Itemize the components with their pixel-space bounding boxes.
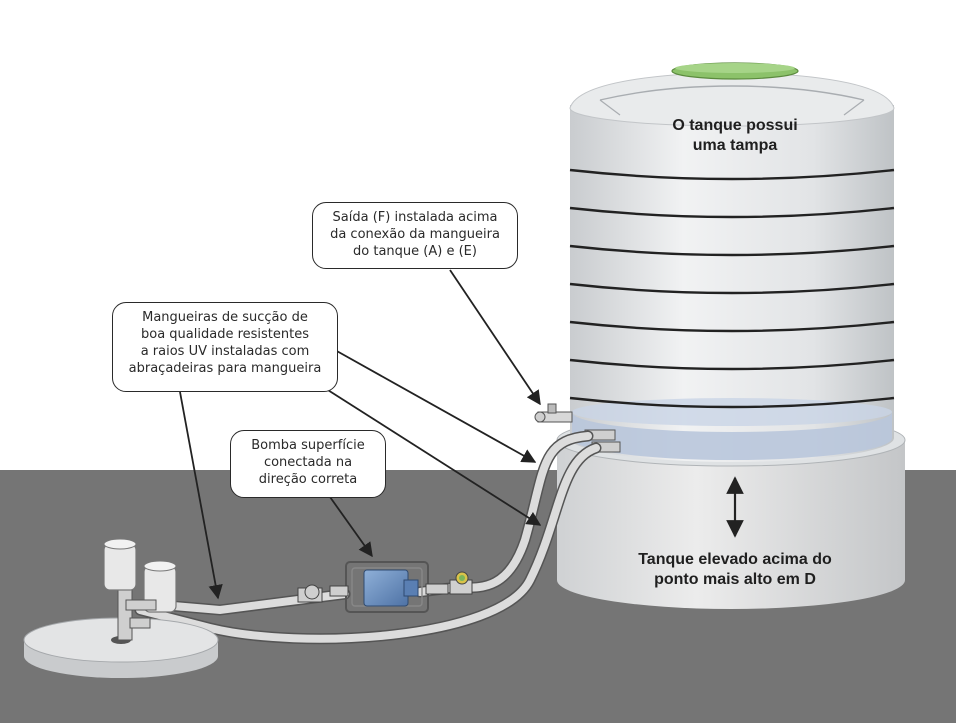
hoses-pointer-2: [319, 384, 542, 526]
hoses-callout-line-4: abraçadeiras para mangueira: [128, 361, 322, 376]
hoses-callout-line-3: a raios UV instaladas com: [140, 344, 310, 359]
tank-lid-label-line-1: O tanque possui: [672, 117, 798, 134]
inline-valve-left: [297, 584, 323, 603]
outlet-callout: Saída (F) instalada acima da conexão da …: [312, 202, 518, 269]
elevation-label: Tanque elevado acima do ponto mais alto …: [620, 550, 850, 590]
outlet-callout-line-3: do tanque (A) e (E): [353, 244, 477, 259]
pump-callout-line-2: conectada na: [263, 455, 353, 470]
pump-pointer: [329, 496, 373, 558]
hoses-callout-line-2: boa qualidade resistentes: [140, 327, 309, 342]
hoses-pointer-3: [179, 391, 223, 600]
tank-lid: [671, 62, 799, 80]
elevation-label-line-2: ponto mais alto em D: [654, 571, 816, 588]
outlet-valve: [534, 403, 573, 423]
hoses-pointer-1: [334, 349, 537, 463]
inline-valve-right: [449, 571, 473, 595]
pump-callout: Bomba superfície conectada na direção co…: [230, 430, 386, 498]
hoses-callout: Mangueiras de sucção de boa qualidade re…: [112, 302, 338, 392]
outlet-callout-line-1: Saída (F) instalada acima: [332, 210, 498, 225]
outlet-callout-line-2: da conexão da mangueira: [330, 227, 500, 242]
elevation-label-line-1: Tanque elevado acima do: [638, 551, 832, 568]
tank-rings: [569, 168, 895, 409]
outlet-pointer: [449, 269, 541, 406]
tank-lid-label: O tanque possui uma tampa: [640, 116, 830, 156]
tank-lid-label-line-2: uma tampa: [692, 137, 778, 154]
hoses-callout-line-1: Mangueiras de sucção de: [142, 310, 308, 325]
surface-pump: [329, 561, 449, 613]
callout-pointers: [179, 269, 542, 600]
pump-callout-line-1: Bomba superfície: [251, 438, 365, 453]
pressure-tanks: [103, 538, 177, 641]
pump-callout-line-3: direção correta: [258, 472, 358, 487]
